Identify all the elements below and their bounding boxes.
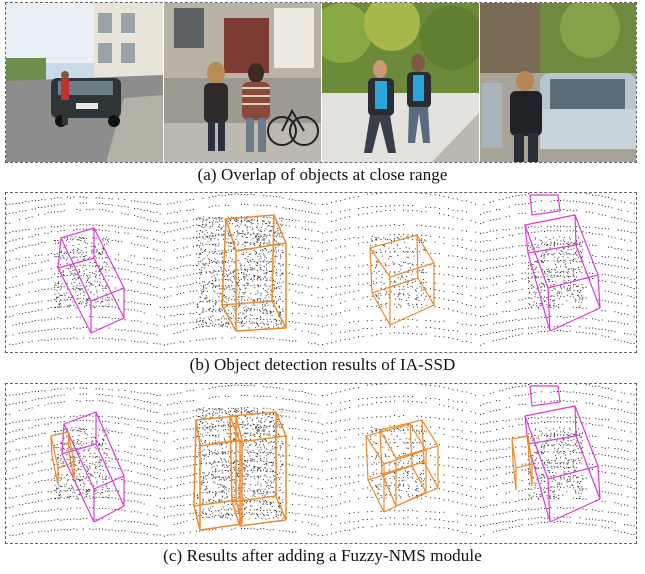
- row-b-panel: [5, 192, 637, 353]
- lidar-points: [164, 193, 321, 346]
- box-orange-c1: [50, 431, 75, 485]
- box-magenta-c4: [524, 405, 601, 523]
- lidar-scan-c1: [6, 387, 163, 537]
- lidar-points: [6, 387, 163, 537]
- pointcloud-c2: [164, 384, 321, 543]
- row-c-panel: [5, 383, 637, 544]
- lidar-points: [322, 193, 477, 345]
- caption-row-a: (a) Overlap of objects at close range: [197, 165, 448, 184]
- pointcloud-b1: [6, 193, 163, 352]
- box-magenta-b4-top: [529, 194, 561, 216]
- lidar-scan-c3: [322, 384, 477, 536]
- pointcloud-b3: [322, 193, 479, 352]
- box-orange-c3-b: [379, 419, 439, 507]
- lidar-points: [6, 196, 163, 346]
- photo-street-car: [6, 3, 163, 162]
- pointcloud-c4: [480, 384, 636, 543]
- lidar-points: [480, 384, 635, 537]
- box-orange-b2: [221, 214, 288, 332]
- row-a-panel: [5, 2, 637, 163]
- photo-two-pedestrians: [322, 3, 479, 162]
- pointcloud-c3: [322, 384, 479, 543]
- box-orange-c2-left: [193, 415, 243, 531]
- lidar-scan-b2: [164, 193, 321, 346]
- box-magenta-b4: [524, 214, 601, 332]
- lidar-scan-b1: [6, 196, 163, 346]
- pointcloud-b2: [164, 193, 321, 352]
- box-magenta-c4-top: [529, 385, 561, 407]
- pointcloud-b4: [480, 193, 636, 352]
- box-magenta-b1: [57, 227, 125, 334]
- box-orange-b3: [369, 234, 435, 328]
- box-orange-c2-right: [228, 411, 288, 527]
- lidar-points: [480, 193, 635, 346]
- caption-row-b: (b) Object detection results of IA-SSD: [189, 355, 456, 374]
- box-magenta-c1: [61, 411, 125, 523]
- caption-row-c: (c) Results after adding a Fuzzy-NMS mod…: [163, 546, 482, 565]
- photo-person-car-door: [480, 3, 636, 162]
- lidar-scan-c4: [480, 384, 635, 537]
- pointcloud-c1: [6, 384, 163, 543]
- lidar-scan-b3: [322, 193, 477, 345]
- box-orange-c4: [511, 435, 533, 491]
- lidar-scan-b4: [480, 193, 635, 346]
- photo-pedestrians-bicycle: [164, 3, 321, 162]
- lidar-points: [322, 384, 477, 536]
- lidar-scan-c2: [164, 384, 321, 537]
